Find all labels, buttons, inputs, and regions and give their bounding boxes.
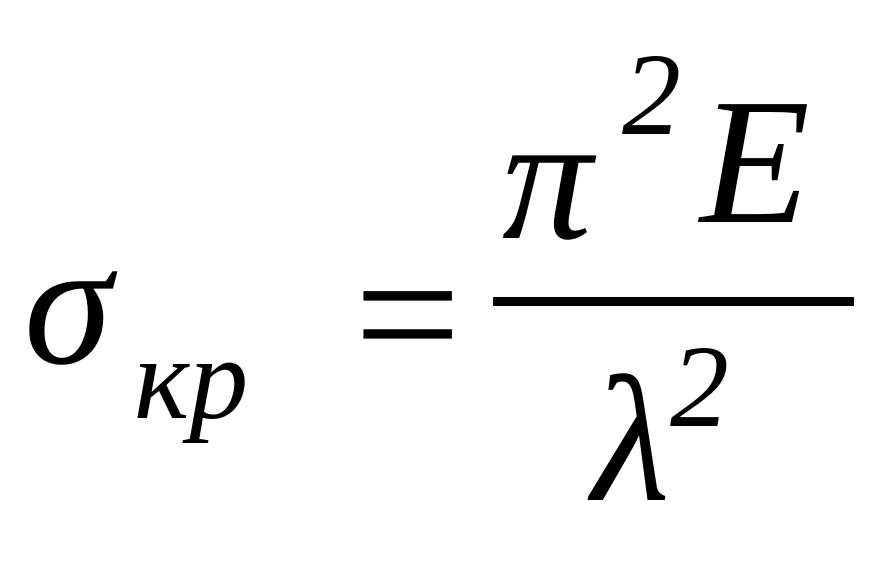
modulus-E: E xyxy=(700,62,810,261)
fraction-bar xyxy=(493,297,854,306)
sigma-symbol: σ xyxy=(24,204,112,402)
pi-symbol: π xyxy=(502,78,593,277)
pi-exponent: 2 xyxy=(622,29,681,160)
lambda-exponent: 2 xyxy=(670,321,729,452)
lambda-symbol: λ xyxy=(592,340,670,539)
sigma-subscript: кр xyxy=(134,313,249,444)
equals-sign: = xyxy=(354,210,462,420)
